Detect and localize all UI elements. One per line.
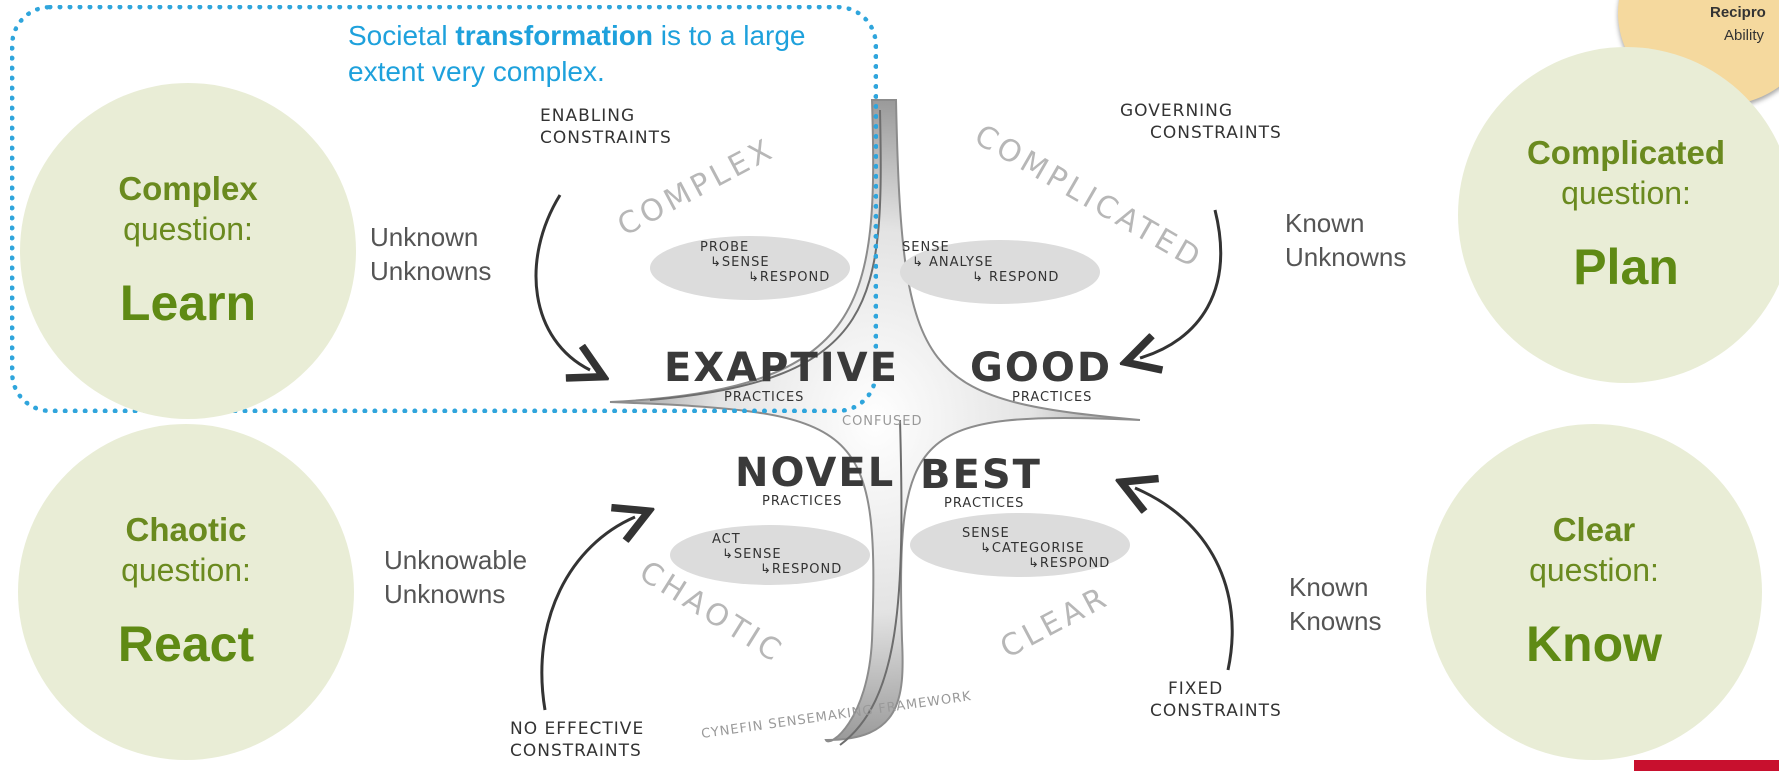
arrow-no-constraints xyxy=(540,517,635,711)
practice-good: GOOD xyxy=(970,345,1113,391)
arrow-fixed xyxy=(1135,488,1234,671)
cloud-complex xyxy=(650,236,850,300)
domain-confused: CONFUSED xyxy=(842,414,923,429)
practice-best: BEST xyxy=(920,452,1042,498)
fold-edge xyxy=(649,109,882,401)
practice-label: PRACTICES xyxy=(762,494,843,509)
circle-subtitle: question: xyxy=(1529,552,1659,588)
arrow-governing xyxy=(1140,209,1223,358)
confused-center-shape xyxy=(609,99,1141,743)
accent-red-bar xyxy=(1634,760,1779,771)
practice-label: PRACTICES xyxy=(724,390,805,405)
practice-novel: NOVEL xyxy=(735,450,896,496)
transformation-callout-box xyxy=(10,5,878,413)
reciprocity-title: Recipro xyxy=(1710,4,1766,21)
transformation-callout-text: Societal transformation is to a large ex… xyxy=(348,20,806,87)
complicated-question-circle: Complicated question: Plan xyxy=(1458,47,1779,383)
circle-title: Chaotic xyxy=(125,511,247,548)
steps-complicated: SENSE↳ ANALYSE↳ RESPOND xyxy=(902,240,1060,285)
practice-label: PRACTICES xyxy=(944,496,1025,511)
steps-chaotic: ACT↳SENSE↳RESPOND xyxy=(712,532,843,577)
circle-verb: React xyxy=(117,616,255,672)
arrow-enabling xyxy=(534,194,590,370)
steps-complex: PROBE↳SENSE↳RESPOND xyxy=(700,240,831,285)
complex-question-circle: Complex question: Learn xyxy=(20,83,356,419)
circle-verb: Know xyxy=(1525,616,1663,672)
circle-title: Complex xyxy=(118,170,258,207)
cloud-chaotic xyxy=(670,525,870,585)
circle-title: Clear xyxy=(1552,511,1636,548)
reciprocity-subtitle: Ability xyxy=(1724,27,1765,44)
circle-subtitle: question: xyxy=(121,552,251,588)
chaotic-question-circle: Chaotic question: React xyxy=(18,424,354,760)
fold-edge xyxy=(839,419,903,746)
cloud-complicated xyxy=(900,240,1100,304)
circle-subtitle: question: xyxy=(1561,175,1691,211)
practice-exaptive: EXAPTIVE xyxy=(664,345,899,391)
clear-question-circle: Clear question: Know xyxy=(1426,424,1762,760)
steps-clear: SENSE↳CATEGORISE↳RESPOND xyxy=(962,526,1111,571)
circle-verb: Learn xyxy=(119,275,257,331)
circle-verb: Plan xyxy=(1573,239,1679,295)
practice-label: PRACTICES xyxy=(1012,390,1093,405)
circle-subtitle: question: xyxy=(123,211,253,247)
circle-title: Complicated xyxy=(1526,134,1726,171)
cloud-clear xyxy=(910,513,1130,577)
